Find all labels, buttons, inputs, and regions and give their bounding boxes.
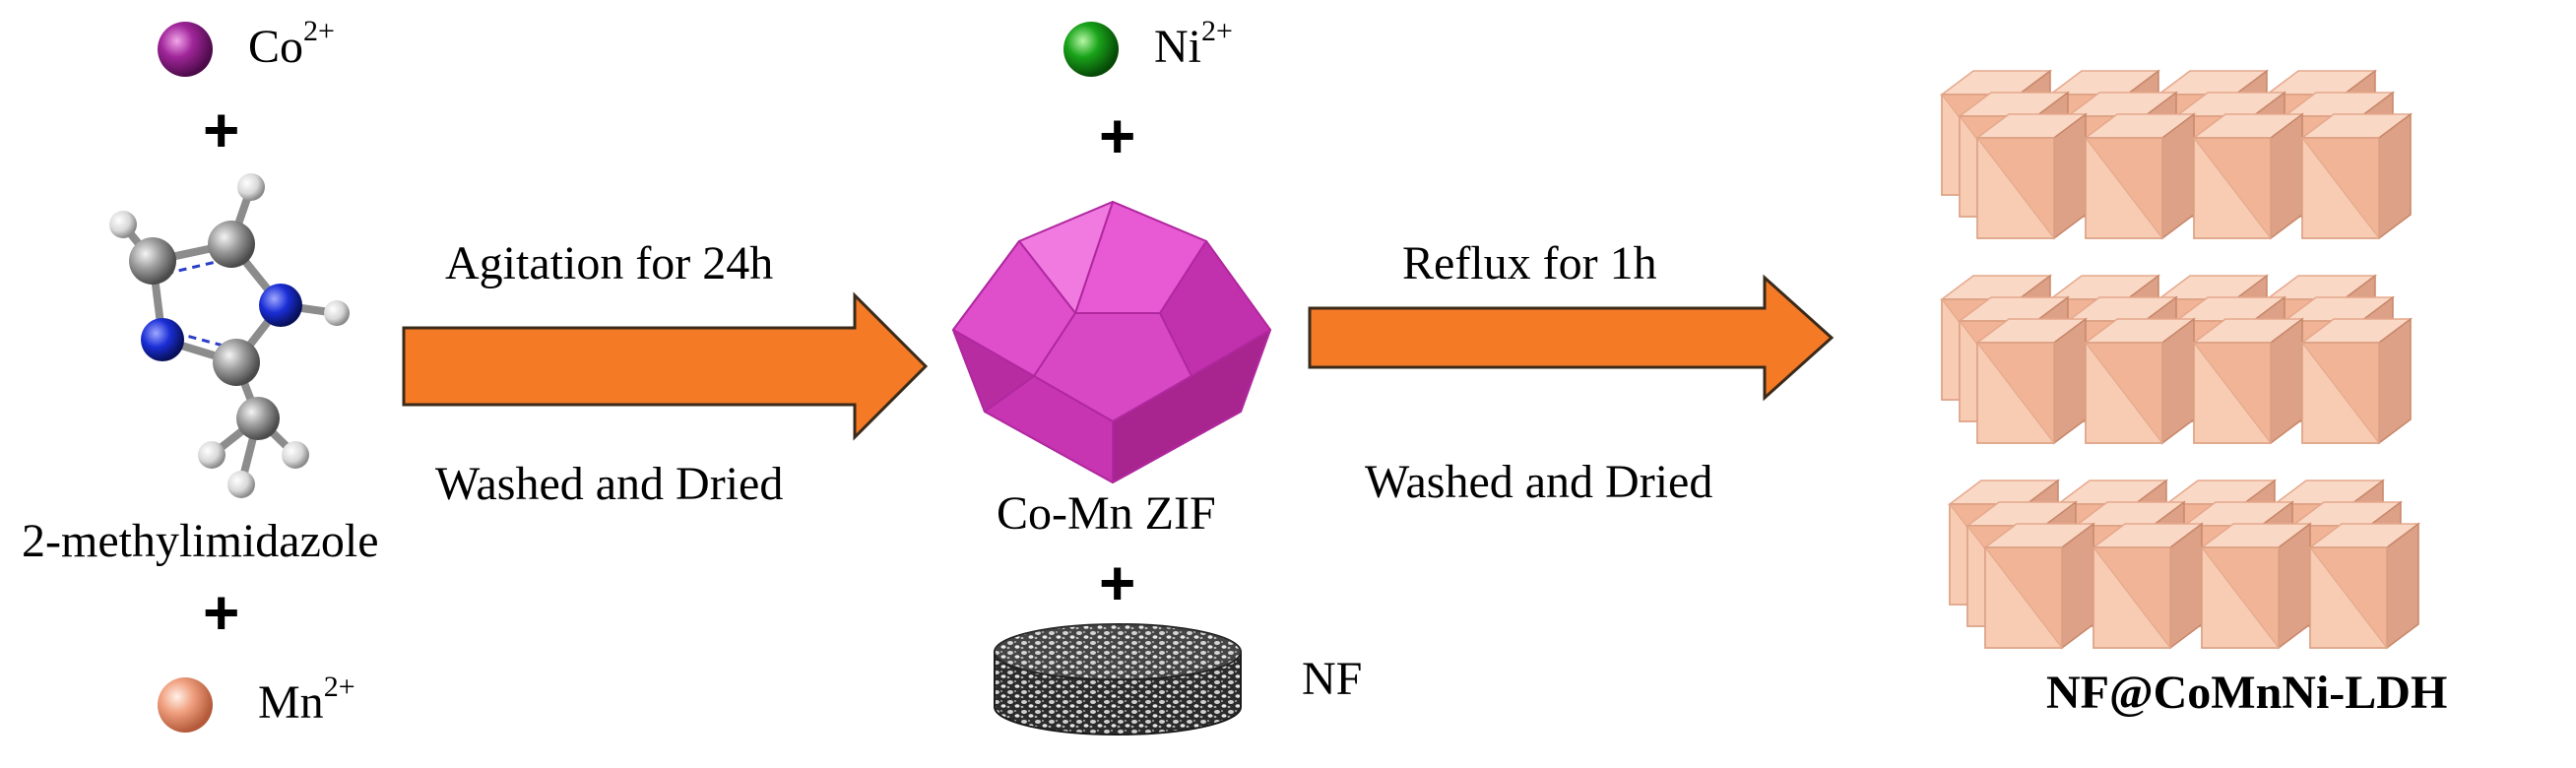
ldh-octahedron [1984, 523, 2094, 649]
step1-arrow [402, 291, 929, 441]
nickel-ion-sphere-icon [1063, 22, 1119, 77]
substrate-label: NF [1302, 653, 1363, 705]
ldh-octahedron [2093, 523, 2203, 649]
step1-top-label: Agitation for 24h [445, 237, 774, 289]
product-label: NF@CoMnNi-LDH [2046, 667, 2448, 719]
ldh-octahedron [1976, 318, 2087, 444]
nickel-ion-label: Ni2+ [1154, 15, 1233, 73]
ldh-octahedron [2301, 318, 2412, 444]
methylimidazole-molecule-icon [109, 173, 350, 498]
plus-sign-1: + [203, 95, 240, 165]
cobalt-ion-label: Co2+ [248, 15, 335, 73]
zif-crystal-icon [952, 201, 1271, 483]
plus-sign-3: + [1099, 100, 1136, 171]
ldh-stack-icon [1941, 70, 2419, 649]
step2-arrow [1308, 274, 1835, 402]
linker-label: 2-methylimidazole [22, 515, 379, 567]
ldh-octahedron [2085, 318, 2195, 444]
nickel-foam-disc-icon [994, 623, 1242, 736]
ldh-octahedron [2309, 523, 2419, 649]
ldh-octahedron [2193, 113, 2303, 239]
step2-bottom-label: Washed and Dried [1365, 456, 1713, 508]
ldh-octahedron [2201, 523, 2311, 649]
ldh-octahedron [2193, 318, 2303, 444]
ldh-octahedron [1976, 113, 2087, 239]
intermediate-label: Co-Mn ZIF [997, 487, 1216, 540]
step1-bottom-label: Washed and Dried [435, 458, 784, 510]
manganese-ion-label: Mn2+ [258, 671, 355, 729]
manganese-ion-sphere-icon [158, 677, 213, 733]
step2-top-label: Reflux for 1h [1402, 237, 1657, 289]
ldh-octahedron [2085, 113, 2195, 239]
ldh-octahedron [2301, 113, 2412, 239]
plus-sign-2: + [203, 577, 240, 648]
plus-sign-4: + [1099, 547, 1136, 618]
cobalt-ion-sphere-icon [158, 22, 213, 77]
